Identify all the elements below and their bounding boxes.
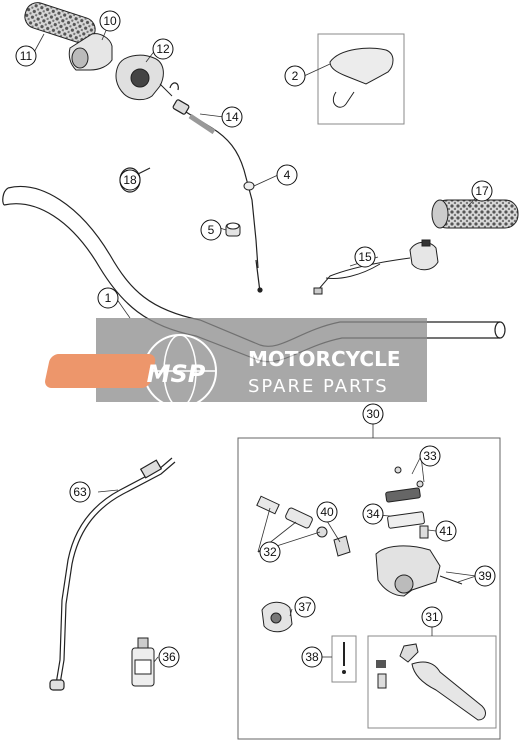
callout-14[interactable]: 14 — [221, 106, 243, 128]
master-cylinder-drawing — [375, 525, 463, 597]
svg-text:10: 10 — [103, 14, 117, 28]
callout-40[interactable]: 40 — [316, 501, 338, 523]
svg-text:36: 36 — [162, 650, 176, 664]
callout-12[interactable]: 12 — [152, 38, 174, 60]
callout-33[interactable]: 33 — [419, 445, 441, 467]
adjuster-drawing — [225, 222, 241, 237]
callout-5[interactable]: 5 — [200, 219, 222, 241]
svg-text:38: 38 — [305, 650, 319, 664]
svg-text:30: 30 — [366, 407, 380, 421]
svg-text:12: 12 — [156, 42, 170, 56]
throttle-tube-drawing — [68, 33, 113, 71]
callout-1[interactable]: 1 — [97, 287, 119, 309]
svg-text:14: 14 — [225, 110, 239, 124]
reservoir-cover-drawing — [385, 466, 425, 529]
callout-2[interactable]: 2 — [284, 65, 306, 87]
callout-34[interactable]: 34 — [362, 503, 384, 525]
svg-text:18: 18 — [123, 173, 137, 187]
callout-15[interactable]: 15 — [354, 246, 376, 268]
watermark-line2: SPARE PARTS — [248, 376, 389, 397]
svg-text:32: 32 — [263, 545, 277, 559]
oil-bottle-drawing — [131, 637, 155, 687]
svg-text:11: 11 — [20, 49, 33, 63]
seal-drawing — [333, 535, 351, 557]
svg-text:33: 33 — [423, 449, 437, 463]
throttle-housing-drawing — [115, 54, 173, 101]
svg-text:5: 5 — [208, 223, 215, 237]
svg-text:34: 34 — [366, 507, 380, 521]
svg-text:4: 4 — [284, 168, 291, 182]
lever-box — [367, 635, 497, 729]
bolt-box — [331, 635, 357, 683]
svg-text:37: 37 — [298, 600, 312, 614]
watermark: MSP MOTORCYCLE SPARE PARTS — [45, 318, 427, 408]
watermark-line1: MOTORCYCLE — [248, 347, 400, 371]
callout-37[interactable]: 37 — [294, 596, 316, 618]
callout-32[interactable]: 32 — [259, 541, 281, 563]
rubber-cap-drawing — [243, 181, 255, 191]
callout-30[interactable]: 30 — [362, 403, 384, 425]
callout-18[interactable]: 18 — [119, 169, 141, 191]
callout-63[interactable]: 63 — [69, 481, 91, 503]
clutch-hose-drawing — [49, 457, 176, 691]
svg-text:31: 31 — [425, 610, 439, 624]
svg-text:63: 63 — [73, 485, 87, 499]
protector-box — [317, 33, 405, 125]
svg-text:2: 2 — [292, 69, 299, 83]
callout-41[interactable]: 41 — [435, 520, 457, 542]
callout-4[interactable]: 4 — [276, 164, 298, 186]
svg-text:39: 39 — [478, 569, 492, 583]
right-grip-drawing — [431, 199, 519, 229]
kill-switch-drawing — [313, 239, 439, 295]
callout-36[interactable]: 36 — [158, 646, 180, 668]
svg-text:41: 41 — [439, 524, 453, 538]
callout-10[interactable]: 10 — [99, 10, 121, 32]
clamp-drawing — [261, 601, 293, 633]
svg-text:15: 15 — [358, 250, 372, 264]
watermark-logo-text: MSP — [147, 360, 206, 388]
callout-11[interactable]: 11 — [15, 45, 37, 67]
master-cylinder-box — [237, 437, 501, 740]
callout-39[interactable]: 39 — [474, 565, 496, 587]
callout-17[interactable]: 17 — [471, 180, 493, 202]
svg-text:40: 40 — [320, 505, 334, 519]
watermark-logo-badge — [45, 354, 156, 388]
svg-text:17: 17 — [475, 184, 489, 198]
callout-31[interactable]: 31 — [421, 606, 443, 628]
svg-text:1: 1 — [105, 291, 112, 305]
callout-38[interactable]: 38 — [301, 646, 323, 668]
piston-kit-drawing — [256, 495, 328, 538]
